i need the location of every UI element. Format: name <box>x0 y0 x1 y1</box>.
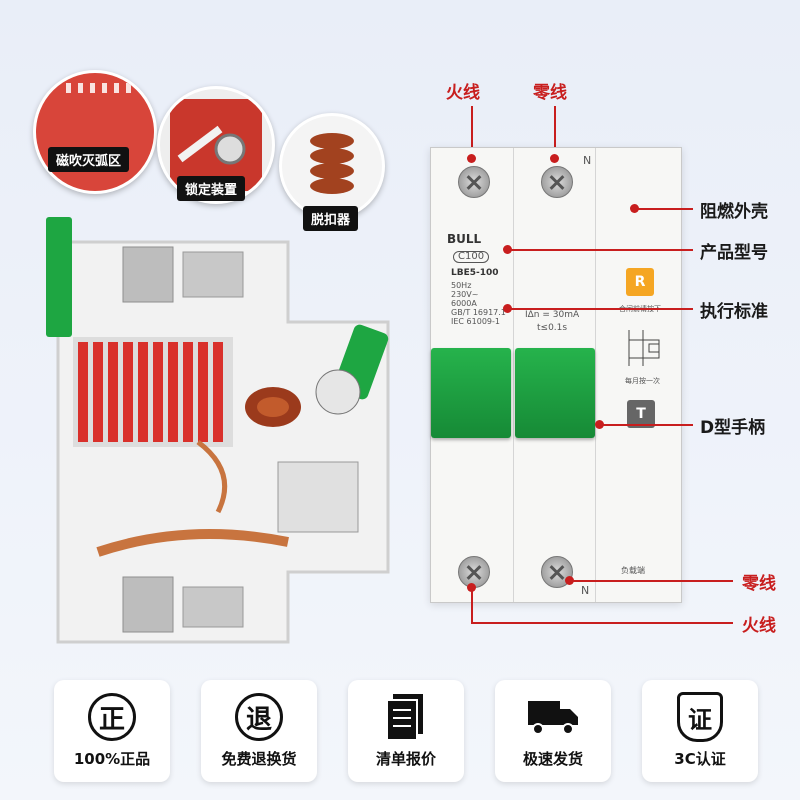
dot-neutral-bottom <box>565 576 574 585</box>
screw-bottom-live <box>458 556 490 588</box>
label-model: 产品型号 <box>700 243 768 263</box>
trip-time: t≤0.1s <box>537 323 568 333</box>
wiring-diagram <box>623 328 667 368</box>
dot-shell <box>630 204 639 213</box>
dot-handle <box>595 420 604 429</box>
line-neutral-top <box>554 106 556 158</box>
breaker-body: N BULL C100 LBE5-100 50Hz 230V~ 6000A GB… <box>430 147 682 603</box>
badge-shipping: 极速发货 <box>495 680 611 782</box>
test-note-bottom: 每月按一次 <box>625 377 660 385</box>
screw-top-live <box>458 166 490 198</box>
label-live-bottom: 火线 <box>742 616 776 636</box>
badge-authentic-label: 100%正品 <box>73 750 151 768</box>
pole-1 <box>431 148 514 602</box>
line-live-bottom-v <box>471 590 473 624</box>
cutaway-illustration <box>38 212 408 652</box>
badge-return-label: 免费退换货 <box>221 750 297 768</box>
arc-chute-callout <box>33 70 157 194</box>
spec-line-1: 50Hz <box>451 281 472 290</box>
line-neutral-bottom <box>573 580 733 582</box>
dot-live-top <box>467 154 476 163</box>
spec-line-4: GB/T 16917.1 <box>451 308 506 317</box>
load-side-label: 负载端 <box>621 566 645 575</box>
badge-return: 退 免费退换货 <box>201 680 317 782</box>
document-list-icon <box>379 690 433 744</box>
label-live-top: 火线 <box>446 83 480 103</box>
badge-quote: 清单报价 <box>348 680 464 782</box>
label-shell: 阻燃外壳 <box>700 202 768 222</box>
handle-pole-2[interactable] <box>515 348 595 438</box>
trip-unit-callout <box>279 113 385 219</box>
dot-standard <box>503 304 512 313</box>
screw-top-neutral <box>541 166 573 198</box>
badge-authentic: 正 100%正品 <box>54 680 170 782</box>
line-standard <box>511 308 693 310</box>
badge-certified: 证 3C认证 <box>642 680 758 782</box>
label-neutral-top: 零线 <box>533 83 567 103</box>
test-button[interactable]: R <box>626 268 654 296</box>
handle-pole-1[interactable] <box>431 348 511 438</box>
rating-badge: C100 <box>453 251 490 263</box>
pole-3 <box>595 148 681 602</box>
badge-quote-label: 清单报价 <box>375 750 436 768</box>
terminal-n-top: N <box>583 154 592 167</box>
spec-line-2: 230V~ <box>451 290 479 299</box>
trip-unit-label: 脱扣器 <box>303 206 359 231</box>
spec-line-3: 6000A <box>451 299 477 308</box>
return-icon: 退 <box>232 690 286 744</box>
line-model <box>511 249 693 251</box>
arc-chute-label: 磁吹灭弧区 <box>48 147 130 172</box>
label-handle: D型手柄 <box>700 418 766 438</box>
lock-device-label: 锁定装置 <box>177 176 246 201</box>
residual-current: IΔn = 30mA <box>525 310 580 320</box>
model-number: LBE5-100 <box>451 268 499 278</box>
line-live-top <box>471 106 473 158</box>
authentic-icon: 正 <box>85 690 139 744</box>
label-standard: 执行标准 <box>700 302 768 322</box>
certified-shield-icon: 证 <box>673 690 727 744</box>
line-shell <box>638 208 693 210</box>
brand-logo: BULL <box>447 232 482 246</box>
lock-device-callout <box>157 86 275 204</box>
truck-icon <box>526 690 580 744</box>
pole-2 <box>513 148 596 602</box>
line-handle <box>603 424 693 426</box>
dot-live-bottom <box>467 583 476 592</box>
line-live-bottom-h <box>471 622 733 624</box>
terminal-n-bottom: N <box>581 584 590 597</box>
label-neutral-bottom: 零线 <box>742 574 776 594</box>
dot-neutral-top <box>550 154 559 163</box>
reset-button[interactable]: T <box>627 400 655 428</box>
badge-shipping-label: 极速发货 <box>522 750 583 768</box>
spec-line-5: IEC 61009-1 <box>451 317 500 326</box>
badge-certified-label: 3C认证 <box>674 750 726 768</box>
dot-model <box>503 245 512 254</box>
